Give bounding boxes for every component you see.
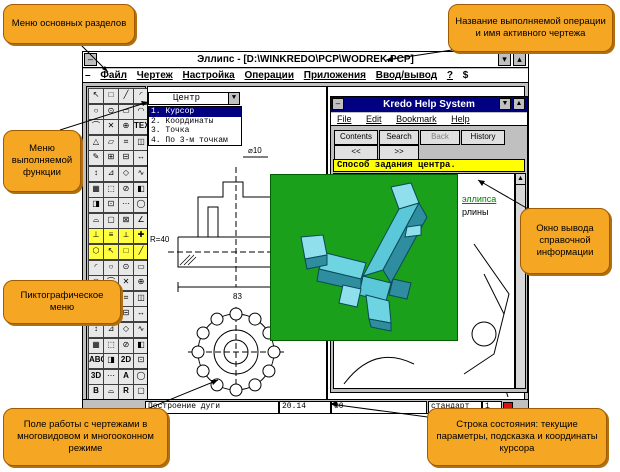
callout-help-output: Окно вывода справочной информации [520,208,610,274]
palette-tool-icon[interactable]: ◯ [133,368,149,385]
menu-bar: – Файл Чертеж Настройка Операции Приложе… [83,69,528,83]
bolt-hole [196,326,210,340]
bolt-hole [248,312,262,326]
palette-tool-icon[interactable]: ◇ [118,322,134,338]
callout-drawing-field: Поле работы с чертежами в многовидовом и… [3,408,168,466]
palette-tool-icon[interactable]: ⊘ [118,337,134,354]
minimize-button[interactable]: ▾ [498,53,511,66]
help-title: Kredo Help System [331,97,527,112]
bolt-hole [196,364,210,378]
function-select[interactable]: Центр ▼ [148,92,240,105]
palette-button-label[interactable]: ABC [88,353,104,370]
scroll-up-icon[interactable]: ▲ [516,174,525,185]
help-system-menu-icon[interactable]: – [332,98,344,110]
help-drawing [343,243,510,385]
palette-tool-icon[interactable]: ↖ [103,244,119,260]
help-menu-bar: File Edit Bookmark Help [331,113,527,126]
function-item-3points[interactable]: 4. По 3-м точкам [151,135,228,145]
help-menu-bookmark[interactable]: Bookmark [396,114,437,124]
help-maximize-icon[interactable]: ▲ [513,98,525,110]
menu-operations[interactable]: Операции [244,70,294,81]
window-title: Эллипс - [D:\WINKREDO\PCP\WODREK.PCP] [83,52,528,68]
help-body-text: рлины [462,207,489,217]
dim-diameter: ⌀10 [248,146,262,155]
dim-length: 83 [233,292,242,301]
palette-tool-icon[interactable]: ✎ [88,150,104,167]
palette-tool-icon[interactable]: ⋯ [103,368,119,385]
bolt-hole [229,307,243,321]
palette-tool-icon[interactable]: ▢ [103,212,119,229]
palette-tool-icon[interactable]: ⊠ [118,212,134,229]
palette-tool-icon[interactable]: ↔ [133,150,149,167]
help-menu-edit[interactable]: Edit [366,114,382,124]
help-history-button[interactable]: History [461,130,505,145]
system-menu-button[interactable]: – [84,53,97,66]
help-back-button[interactable]: Back [420,130,460,145]
icon-palette: ↖□╱◜○⊙▭◠⌒✕⊕TEXT△▱⌗◫✎⊞⊟↔↕⊿◇∿▦⬚⊘◧◨⊡⋯◯⌓▢⊠∠⊥… [86,86,149,401]
palette-tool-icon[interactable]: ◧ [133,337,149,354]
chevron-down-icon[interactable]: ▼ [228,93,239,104]
bolt-hole [229,383,243,397]
menu-help[interactable]: ? [446,70,453,81]
bolt-hole [210,312,224,326]
bolt-hole [267,345,281,359]
menu-extra[interactable]: $ [462,70,469,81]
help-link[interactable]: эллипса [462,194,497,204]
3d-model-svg [300,182,428,332]
callout-icon-menu: Пиктографическое меню [3,280,121,324]
function-select-value: Центр [173,93,201,103]
function-item-coords[interactable]: 2. Координаты [151,116,214,126]
help-contents-button[interactable]: Contents [334,130,378,145]
status-hint: Построение дуги [145,401,279,414]
palette-button-label[interactable]: 2D [118,353,134,370]
palette-tool-icon[interactable]: ○ [88,103,104,120]
function-item-cursor[interactable]: 1. Курсор [149,107,241,117]
menu-file[interactable]: Файл [100,70,127,81]
menu-drawing[interactable]: Чертеж [136,70,173,81]
help-search-button[interactable]: Search [379,130,419,145]
callout-function-menu: Меню выполняемой функции [3,130,81,192]
bolt-hole [191,345,205,359]
bolt-hole [248,378,262,392]
bolt-hole [262,364,276,378]
status-bar: Построение дуги 20.14 80 стандарт 1 [83,399,528,414]
menu-applications[interactable]: Приложения [303,70,366,81]
help-minimize-icon[interactable]: ▼ [499,98,511,110]
callout-operation-title: Название выполняемой операции и имя акти… [448,4,613,52]
help-menu-help[interactable]: Help [451,114,470,124]
3d-model-picture [270,174,458,341]
palette-tool-icon[interactable]: ◜ [88,259,104,276]
status-x: 20.14 [279,401,331,414]
function-item-point[interactable]: 3. Точка [151,126,190,135]
help-menu-file[interactable]: File [337,114,352,124]
doc-menu-icon[interactable]: – [85,70,91,81]
dim-radius: R=40 [150,235,170,244]
function-list: 1. Курсор 2. Координаты 3. Точка 4. По 3… [148,106,242,146]
status-y: 80 [331,401,427,414]
maximize-button[interactable]: ▴ [513,53,526,66]
help-scrollbar[interactable]: ▲ [515,173,526,389]
callout-status-line: Строка состояния: текущие параметры, под… [427,408,607,466]
callout-main-menu: Меню основных разделов [3,4,135,44]
menu-settings[interactable]: Настройка [182,70,235,81]
help-heading: Способ задания центра. [333,159,525,172]
menu-io[interactable]: Ввод/вывод [375,70,438,81]
